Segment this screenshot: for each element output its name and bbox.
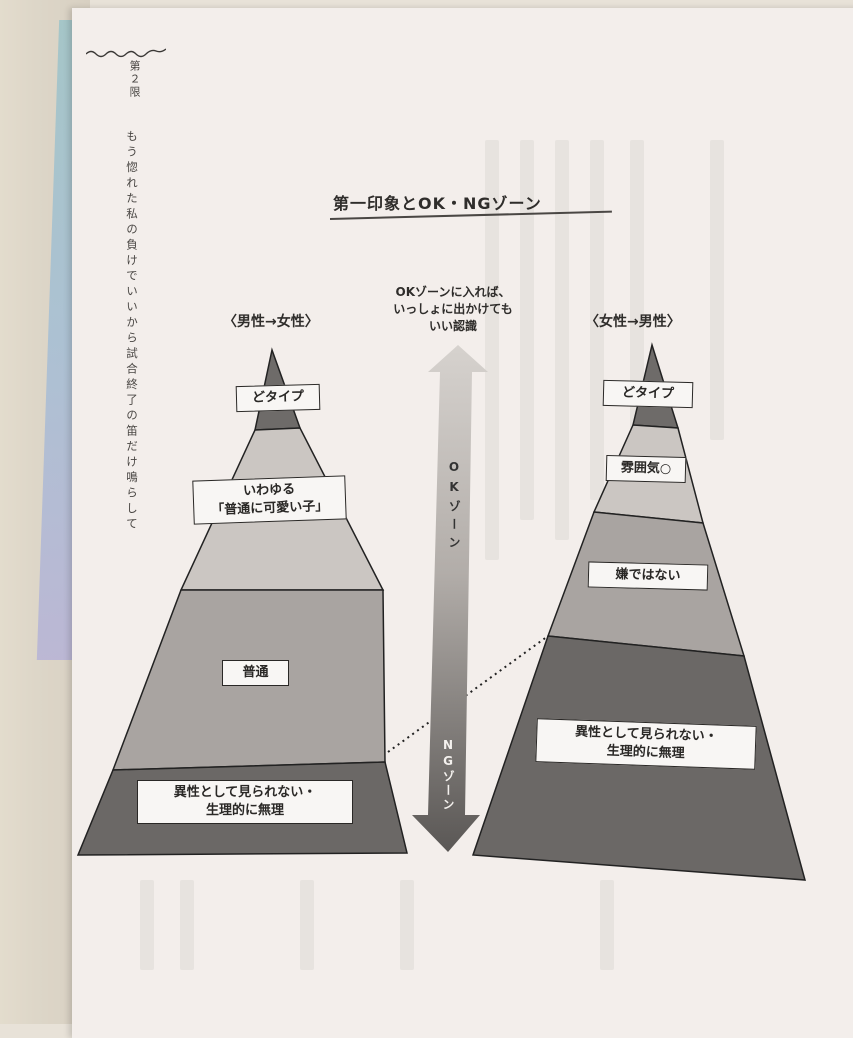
show-through-text — [180, 880, 194, 970]
right-tier-label-ng: 異性として見られない・ 生理的に無理 — [535, 718, 757, 770]
ng-zone-label: NGゾーン — [441, 738, 455, 812]
show-through-text — [520, 140, 534, 520]
ok-ng-arrow — [412, 345, 488, 852]
wavy-line-ornament — [86, 48, 166, 58]
show-through-text — [300, 880, 314, 970]
caption-line: いっしょに出かけても — [393, 302, 513, 316]
label-line: 「普通に可愛い子」 — [211, 498, 329, 519]
chapter-label: 第２限 — [128, 60, 141, 99]
right-tier-label-fun-iki: 雰囲気○ — [605, 454, 687, 484]
label-line: 異性として見られない・ — [173, 785, 317, 800]
left-pyramid-heading: 〈男性→女性〉 — [223, 314, 319, 330]
ok-zone-label: OKゾーン — [447, 460, 461, 554]
figure-title: 第一印象とOK・NGゾーン — [333, 194, 542, 213]
show-through-text — [590, 140, 604, 500]
right-pyramid — [471, 342, 807, 881]
show-through-text — [710, 140, 724, 440]
right-tier-label-iya-dewa-nai: 嫌ではない — [587, 561, 709, 591]
label-line: 生理的に無理 — [205, 803, 284, 818]
right-pyramid-heading: 〈女性→男性〉 — [585, 314, 681, 330]
left-tier-label-dotype: どタイプ — [235, 383, 321, 413]
show-through-text — [140, 880, 154, 970]
chapter-subtitle: もう惚れた私の負けでいいから試合終了の笛だけ鳴らして — [125, 130, 139, 533]
left-tier-label-futsu: 普通 — [222, 660, 289, 686]
left-tier-label-ng: 異性として見られない・ 生理的に無理 — [137, 780, 353, 824]
show-through-text — [600, 880, 614, 970]
show-through-text — [485, 140, 499, 560]
caption-line: いい認識 — [428, 319, 477, 333]
arrow-caption: OKゾーンに入れば、 いっしょに出かけても いい認識 — [378, 284, 528, 335]
right-tier-label-dotype: どタイプ — [602, 379, 694, 409]
show-through-text — [400, 880, 414, 970]
show-through-text — [555, 140, 569, 540]
caption-line: OKゾーンに入れば、 — [395, 285, 511, 299]
left-tier-label-futsu-kawaii: いわゆる 「普通に可愛い子」 — [192, 475, 347, 525]
